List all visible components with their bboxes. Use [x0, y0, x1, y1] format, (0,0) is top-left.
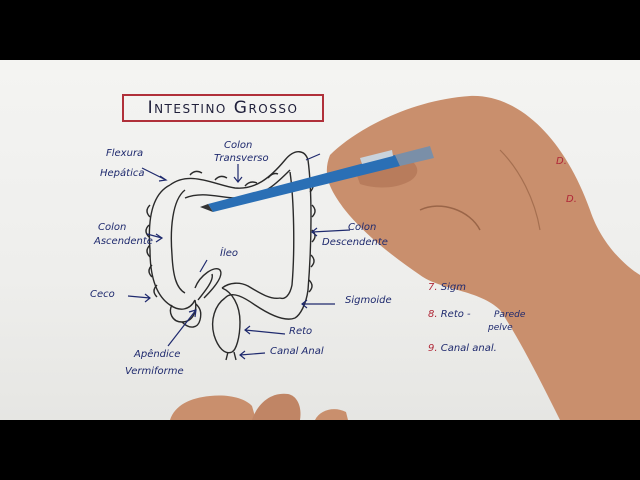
partial-mark-d2: D.	[566, 194, 577, 206]
label-colon-descendente-1: Colon	[348, 222, 376, 234]
list-item-8-extra2: pelve	[488, 322, 513, 334]
label-reto: Reto	[289, 326, 312, 338]
list-item-8-text: Reto -	[441, 309, 471, 320]
label-colon-descendente-2: Descendente	[322, 237, 388, 249]
list-item-9: 9. Canal anal.	[428, 343, 497, 355]
list-item-7: 7. Sigm	[428, 282, 466, 294]
list-item-8: 8. Reto -	[428, 309, 471, 321]
list-item-7-number: 7.	[428, 282, 438, 293]
label-apendice-2: Vermiforme	[125, 366, 184, 378]
label-apendice-1: Apêndice	[134, 349, 180, 361]
letterbox-bottom	[0, 420, 640, 480]
label-ileo: Íleo	[220, 248, 238, 260]
list-item-7-text: Sigm	[441, 282, 466, 293]
label-canal-anal: Canal Anal	[270, 346, 324, 358]
list-item-8-extra1: Parede	[494, 309, 525, 321]
label-sigmoide: Sigmoide	[345, 295, 392, 307]
label-ceco: Ceco	[90, 289, 115, 301]
title-box: Intestino Grosso	[122, 94, 324, 122]
list-item-8-number: 8.	[428, 309, 438, 320]
label-flexura: Flexura	[106, 148, 143, 160]
letterbox-top	[0, 0, 640, 60]
label-hepatica: Hepática	[100, 168, 144, 180]
list-item-9-number: 9.	[428, 343, 438, 354]
list-item-9-text: Canal anal.	[441, 343, 497, 354]
page-title: Intestino Grosso	[148, 98, 299, 118]
label-colon-transverso-2: Transverso	[214, 153, 269, 165]
label-colon-transverso-1: Colon	[224, 140, 252, 152]
paper-sheet: Intestino Grosso Flexura Hepática Colon …	[0, 60, 640, 420]
partial-mark-d1: D.	[556, 156, 567, 168]
label-colon-ascendente-1: Colon	[98, 222, 126, 234]
label-colon-ascendente-2: Ascendente	[94, 236, 153, 248]
